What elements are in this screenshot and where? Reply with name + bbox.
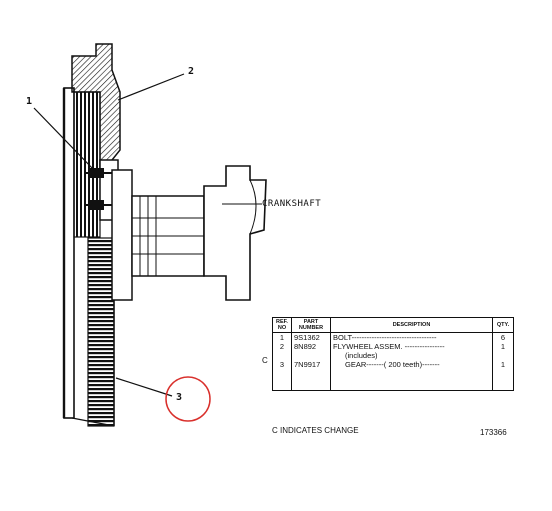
cell-part-number [291, 351, 331, 360]
cell-qty [492, 351, 514, 360]
cell-qty: 6 [492, 332, 514, 342]
table-row: 2 8N892 FLYWHEEL ASSEM. ----------------… [272, 342, 514, 351]
cell-qty: 1 [492, 342, 514, 351]
table-row: 3 7N9917 GEAR-------( 200 teeth)------- … [272, 360, 514, 391]
cell-ref [272, 351, 292, 360]
leader-lines [33, 73, 262, 397]
header-part-number: PART NUMBER [291, 317, 331, 333]
cell-description: FLYWHEEL ASSEM. ---------------- [330, 342, 493, 351]
cell-part-number: 7N9917 [291, 360, 331, 391]
change-mark: C [262, 356, 268, 365]
table-row: 1 9S1362 BOLT---------------------------… [272, 332, 514, 342]
header-description: DESCRIPTION [330, 317, 493, 333]
table-header-row: REF. NO PART NUMBER DESCRIPTION QTY. [272, 317, 514, 333]
flywheel-disc [62, 87, 101, 419]
crankshaft-label: CRANKSHAFT [262, 199, 322, 209]
hub [86, 159, 133, 301]
ring-gear-teeth [71, 237, 115, 427]
table-row: (includes) [272, 351, 514, 360]
change-legend: C INDICATES CHANGE [272, 426, 359, 435]
highlight-circle [165, 376, 211, 422]
cell-description: GEAR-------( 200 teeth)------- [330, 360, 493, 391]
cell-ref: 1 [272, 332, 292, 342]
header-qty: QTY. [492, 317, 514, 333]
cell-part-number: 9S1362 [291, 332, 331, 342]
parts-table: REF. NO PART NUMBER DESCRIPTION QTY. 1 9… [272, 317, 514, 391]
cell-description: BOLT---------------------------------- [330, 332, 493, 342]
callout-2: 2 [188, 66, 195, 77]
cell-part-number: 8N892 [291, 342, 331, 351]
cell-ref: 2 [272, 342, 292, 351]
cell-qty: 1 [492, 360, 514, 391]
crankshaft [131, 165, 267, 301]
illustration-number: 173366 [480, 428, 507, 437]
callout-3: 3 [176, 392, 183, 403]
header-ref: REF. NO [272, 317, 292, 333]
cell-description: (includes) [330, 351, 493, 360]
callout-1: 1 [26, 96, 33, 107]
cell-ref: 3 [272, 360, 292, 391]
